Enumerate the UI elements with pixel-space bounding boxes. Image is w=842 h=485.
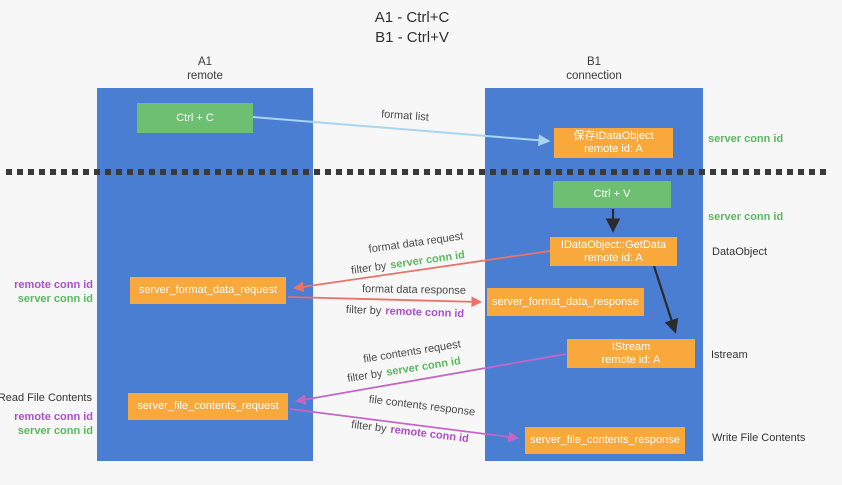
column-a1-name: A1 <box>197 56 213 68</box>
title-line-1: A1 - Ctrl+C <box>374 9 450 26</box>
column-a1-subtitle: remote <box>187 70 223 82</box>
diagram-title: A1 - Ctrl+C B1 - Ctrl+V <box>292 8 532 48</box>
left-label-remote-conn-id-top: remote conn id <box>14 279 93 291</box>
node-save-idataobject-line1: 保存IDataObject <box>573 130 654 142</box>
arrow-format-data-response <box>287 296 483 308</box>
filter-by-text: filter by <box>345 303 382 318</box>
left-label-server-conn-id-bottom: server conn id <box>17 425 93 437</box>
node-istream-line2: remote id: A <box>601 353 661 366</box>
node-server-file-contents-request-label: server_file_contents_request <box>137 400 279 412</box>
right-label-istream: Istream <box>711 349 748 361</box>
server-conn-id-text: server conn id <box>389 249 466 272</box>
column-header-b1: B1 connection <box>485 55 703 83</box>
label-format-data-response-text: format data response <box>361 283 467 297</box>
right-label-server-conn-id-mid: server conn id <box>708 211 784 223</box>
label-format-list: format list <box>381 108 429 123</box>
node-server-file-contents-response-label: server_file_contents_response <box>530 434 680 446</box>
filter-by-text: filter by <box>350 260 388 277</box>
right-label-dataobject: DataObject <box>712 246 768 258</box>
node-istream-line1: IStream <box>611 340 651 353</box>
left-label-server-conn-id-top: server conn id <box>17 293 93 305</box>
node-ctrl-c: Ctrl + C <box>137 103 253 133</box>
left-label-remote-conn-id-bottom: remote conn id <box>14 411 93 423</box>
column-header-a1: A1 remote <box>97 55 313 83</box>
right-label-write-file-contents: Write File Contents <box>712 432 806 444</box>
label-format-list-text: format list <box>380 108 430 124</box>
node-idataobject-getdata-line1: IDataObject::GetData <box>560 238 667 251</box>
filter-by-text: filter by <box>350 418 388 436</box>
node-ctrl-c-label: Ctrl + C <box>176 111 214 124</box>
column-b1-subtitle: connection <box>566 70 622 82</box>
filter-by-text: filter by <box>346 367 384 385</box>
node-server-format-data-response: server_format_data_response <box>487 288 644 316</box>
label-file-contents-response-text: file contents response <box>368 393 476 419</box>
right-label-server-conn-id-top: server conn id <box>708 133 784 145</box>
machine-boundary-dotted-line <box>6 169 828 175</box>
label-file-contents-response: file contents response <box>368 394 476 419</box>
title-line-2: B1 - Ctrl+V <box>375 29 449 46</box>
left-label-read-file-contents: Read File Contents <box>0 392 92 404</box>
node-server-format-data-response-label: server_format_data_response <box>492 295 639 308</box>
node-istream: IStream remote id: A <box>567 339 695 368</box>
node-server-format-data-request: server_format_data_request <box>130 277 286 304</box>
node-server-file-contents-request: server_file_contents_request <box>128 393 288 420</box>
node-save-idataobject-line2: remote id: A <box>584 143 643 155</box>
node-ctrl-v: Ctrl + V <box>553 181 671 208</box>
node-idataobject-getdata: IDataObject::GetData remote id: A <box>550 237 677 266</box>
column-b1-name: B1 <box>586 56 602 68</box>
node-server-format-data-request-label: server_format_data_request <box>138 284 278 296</box>
node-server-file-contents-response: server_file_contents_response <box>525 427 685 454</box>
node-idataobject-getdata-line2: remote id: A <box>584 251 643 264</box>
label-format-data-response: format data response <box>362 283 466 297</box>
node-ctrl-v-label: Ctrl + V <box>593 188 631 200</box>
node-save-idataobject: 保存IDataObject remote id: A <box>554 128 673 158</box>
remote-conn-id-text: remote conn id <box>385 305 465 321</box>
remote-conn-id-text: remote conn id <box>389 423 470 446</box>
